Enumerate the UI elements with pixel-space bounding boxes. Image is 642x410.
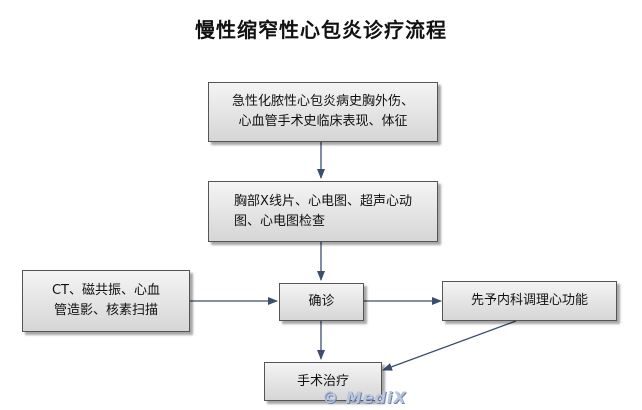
node-diagnosis-label: 确诊 [308, 294, 335, 309]
node-history-line2: 心血管手术史临床表现、体征 [238, 114, 408, 129]
node-exam: 胸部X线片、心电图、超声心动 图、心电图检查 [208, 181, 438, 242]
node-imaging-line1: CT、磁共振、心血 [51, 283, 161, 298]
node-exam-line2: 图、心电图检查 [234, 213, 326, 229]
node-exam-line1: 胸部X线片、心电图、超声心动 [234, 193, 412, 209]
node-diagnosis: 确诊 [279, 283, 364, 321]
node-history: 急性化脓性心包炎病史胸外伤、 心血管手术史临床表现、体征 [208, 82, 438, 142]
node-surgery-label: 手术治疗 [296, 373, 349, 389]
node-imaging-line2: 管造影、核素扫描 [53, 303, 158, 318]
diagram-title: 慢性缩窄性心包炎诊疗流程 [195, 18, 447, 42]
arrow-medical-to-surgery [382, 320, 517, 371]
node-surgery: 手术治疗 [264, 362, 382, 401]
node-medical: 先予内科调理心功能 [442, 281, 617, 321]
node-medical-label: 先予内科调理心功能 [470, 293, 588, 308]
node-history-line1: 急性化脓性心包炎病史胸外伤、 [231, 94, 414, 109]
watermark-logo: © MediX [322, 388, 407, 407]
node-imaging: CT、磁共振、心血 管造影、核素扫描 [22, 270, 190, 332]
